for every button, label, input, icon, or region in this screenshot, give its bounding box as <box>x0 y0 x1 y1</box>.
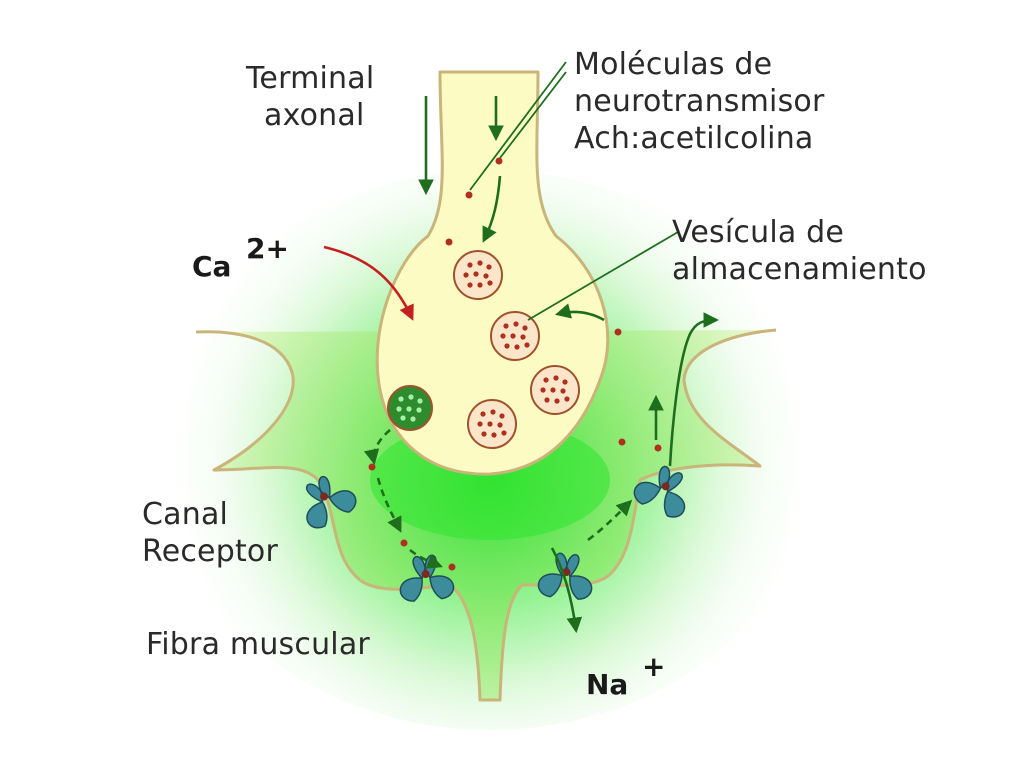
sodium-charge: + <box>642 650 666 683</box>
canal-receptor-label: Canal Receptor <box>142 496 278 570</box>
arrow-depolarization <box>668 312 720 467</box>
vesicle-fusing <box>387 385 433 431</box>
neurotransmitter-label: Moléculas de neurotransmisor Ach:acetilc… <box>574 46 825 157</box>
sodium-ion-label: Na + <box>586 650 665 701</box>
calcium-ion-label: Ca 2+ <box>192 232 289 283</box>
terminal-label-line2: axonal <box>264 98 365 133</box>
vesicle-label-line2: almacenamiento <box>672 252 927 287</box>
molecules-label-line2: neurotransmisor <box>574 84 825 119</box>
vesicle-2 <box>490 311 540 361</box>
receptor-channel-center-right <box>537 552 593 600</box>
fibra-muscular-label: Fibra muscular <box>146 627 370 662</box>
canal-label-line1: Canal <box>142 497 229 532</box>
receptor-channel-left <box>305 476 357 529</box>
calcium-charge: 2+ <box>246 232 289 265</box>
arrow-reuptake <box>554 303 605 322</box>
molecules-label-line1: Moléculas de <box>574 47 773 82</box>
terminal-label-line1: Terminal <box>246 61 375 96</box>
molecules-label-line3: Ach:acetilcolina <box>574 121 814 156</box>
vesicle-1 <box>453 250 503 300</box>
calcium-symbol: Ca <box>192 250 232 283</box>
receptor-channel-right <box>633 465 686 518</box>
arrow-diffusion <box>376 477 402 533</box>
vesicle-3 <box>530 365 580 415</box>
leader-lines <box>469 61 679 321</box>
vesicle-label-line1: Vesícula de <box>672 215 845 250</box>
canal-label-line2: Receptor <box>142 534 278 569</box>
arrow-recycle <box>587 499 633 542</box>
sodium-symbol: Na <box>586 668 629 701</box>
arrow-sodium-influx <box>550 547 583 634</box>
process-arrows <box>323 96 720 634</box>
neurotransmitter-molecules <box>368 157 662 571</box>
terminal-axonal-label: Terminal axonal <box>246 60 374 134</box>
arrow-calcium-influx <box>323 245 414 321</box>
vesicle-label: Vesícula de almacenamiento <box>672 214 927 288</box>
arrow-exocytosis <box>363 429 391 466</box>
arrow-molecules-enter <box>482 175 502 243</box>
vesicle-4 <box>467 399 517 449</box>
arrow-binding <box>409 548 443 569</box>
